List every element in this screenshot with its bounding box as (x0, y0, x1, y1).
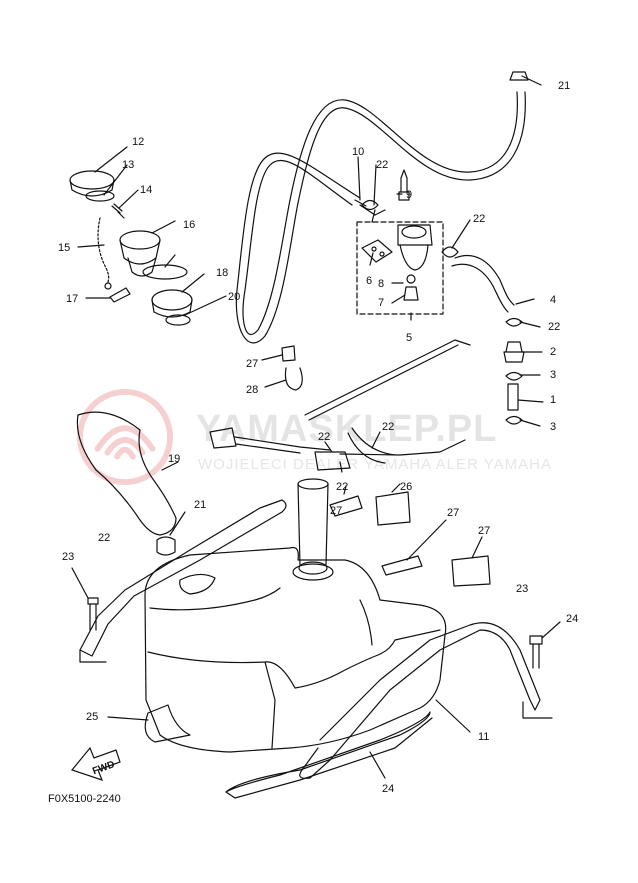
callout-label: 27 (447, 507, 459, 519)
callout-label: 5 (406, 332, 412, 344)
clip-28 (281, 345, 296, 362)
callout-label: 14 (140, 184, 152, 196)
callout-label: 22 (318, 431, 330, 443)
callout-label: 4 (550, 294, 556, 306)
callout-label: 13 (122, 159, 134, 171)
callout-label: 22 (336, 481, 348, 493)
callout-label: 20 (228, 291, 240, 303)
callout-label: 16 (183, 219, 195, 231)
callout-label: 22 (376, 159, 388, 171)
callout-label: 27 (246, 358, 258, 370)
callout-label: 3 (550, 421, 556, 433)
callout-label: 29 (0, 0, 12, 3)
callout-label: 10 (352, 146, 364, 158)
callout-label: 6 (366, 275, 372, 287)
callout-label: 3 (550, 369, 556, 381)
fuel-tank (144, 546, 447, 753)
hose-4 (454, 254, 515, 306)
callout-label: 21 (194, 499, 206, 511)
callout-label: 25 (86, 711, 98, 723)
callout-label: 27 (478, 525, 490, 537)
callout-label: 22 (473, 213, 485, 225)
callout-label: 22 (548, 321, 560, 333)
callout-label: 12 (132, 136, 144, 148)
band-29 (284, 367, 303, 391)
plate-26 (144, 704, 191, 743)
hose-10 (242, 91, 518, 336)
callout-label: 24 (566, 613, 578, 625)
callout-label: 23 (516, 583, 528, 595)
callout-label: 21 (558, 80, 570, 92)
forward-arrow-icon: FWD (70, 746, 121, 781)
callout-label: 18 (216, 267, 228, 279)
plate-25 (225, 711, 431, 793)
diagram-code: F0X5100-2240 (48, 793, 121, 805)
band-23-left (79, 499, 287, 657)
watermark-brand: YAMASKLEP.PL (196, 408, 498, 450)
callout-label: 2 (550, 346, 556, 358)
callout-label: 22 (382, 421, 394, 433)
callout-labels: 1233456789101112131415161718192021212222… (0, 0, 578, 795)
band-23-right (299, 622, 541, 779)
callout-label: 23 (62, 551, 74, 563)
callout-label: 9 (406, 189, 412, 201)
callout-label: 26 (400, 481, 412, 493)
callout-label: 22 (98, 532, 110, 544)
callout-label: 11 (478, 731, 489, 743)
callout-label: 15 (58, 242, 70, 254)
watermark-tagline: WOJIELECI DEALER YAMAHA ALER YAMAHA (198, 456, 552, 473)
callout-label: 24 (382, 783, 394, 795)
callout-label: 19 (168, 453, 180, 465)
callout-label: 8 (378, 278, 384, 290)
callout-label: 7 (378, 297, 384, 309)
callout-label: 27 (330, 505, 342, 517)
callout-label: 17 (66, 293, 78, 305)
hose-20 (76, 414, 177, 536)
callout-label: 28 (246, 384, 258, 396)
callout-label: 1 (550, 394, 556, 406)
